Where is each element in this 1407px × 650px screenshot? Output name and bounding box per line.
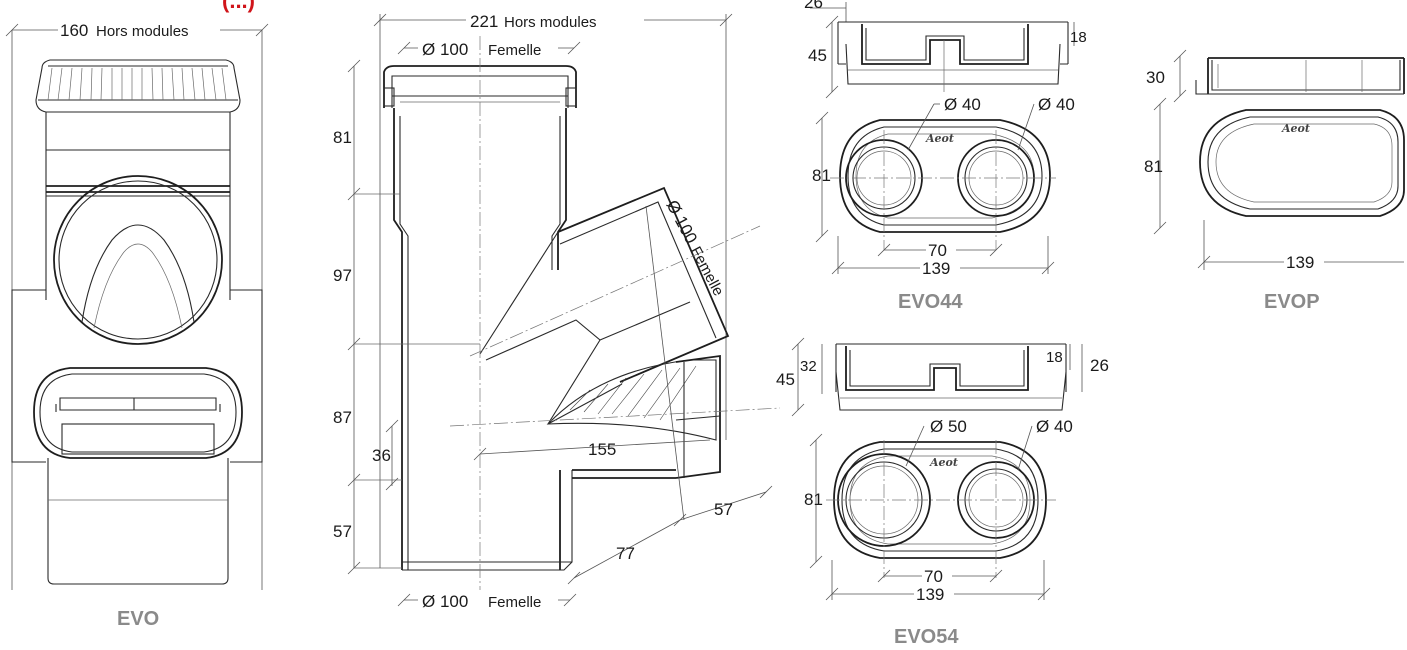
- evo-cap-ribs: [47, 67, 227, 101]
- evo-width-dim: 160: [60, 21, 88, 40]
- evo44-d81: 81: [812, 166, 831, 185]
- evo54-d45: 45: [776, 370, 795, 389]
- evo54-d18: 18: [1046, 349, 1063, 366]
- evo-width-note: Hors modules: [96, 23, 189, 40]
- evo44-d70: 70: [928, 241, 947, 260]
- evo44-dia-right: Ø 40: [1038, 95, 1075, 114]
- evo44-d45: 45: [808, 46, 827, 65]
- section-h5: 57: [333, 522, 352, 541]
- evo44-d18: 18: [1070, 29, 1087, 46]
- evo44-module: 26 45 18 Aeot Ø 40 Ø 40: [804, 0, 1087, 313]
- evo54-label: EVO54: [894, 626, 959, 648]
- evo54-d81: 81: [804, 490, 823, 509]
- evop-d139: 139: [1286, 253, 1314, 272]
- evo54-brand: Aeot: [929, 456, 958, 469]
- section-hatching: [569, 365, 697, 421]
- evop-d81: 81: [1144, 157, 1163, 176]
- evo54-d70: 70: [924, 567, 943, 586]
- evo44-d139: 139: [922, 259, 950, 278]
- evo54-d26: 26: [1090, 356, 1109, 375]
- section-d77: 77: [616, 544, 635, 563]
- section-branch-note: Femelle: [687, 244, 727, 299]
- section-bottom-note: Femelle: [488, 594, 541, 611]
- evop-label: EVOP: [1264, 291, 1320, 313]
- section-top-note: Femelle: [488, 42, 541, 59]
- evop-brand: Aeot: [1281, 122, 1310, 135]
- evo-section-view: 221 Hors modules Ø 100 Femelle: [333, 10, 781, 611]
- section-h4: 36: [372, 446, 391, 465]
- evo54-dia-left: Ø 50: [930, 417, 967, 436]
- section-d57: 57: [714, 500, 733, 519]
- section-width-note: Hors modules: [504, 14, 597, 31]
- section-width-dim: 221: [470, 12, 498, 31]
- evo44-brand: Aeot: [925, 132, 954, 145]
- evo44-d26: 26: [804, 0, 823, 12]
- evop-d30: 30: [1146, 68, 1165, 87]
- evo54-module: 45 32 18 26 Aeot Ø 50 Ø 40 81 70: [776, 337, 1109, 648]
- evop-module: 30 Aeot 81 139 EVOP: [1144, 49, 1405, 313]
- section-h2: 97: [333, 266, 352, 285]
- section-bottom-dia: Ø 100: [422, 592, 468, 611]
- evo-front-view: 160 Hors modules: [5, 18, 269, 630]
- evo-label: EVO: [117, 608, 159, 630]
- section-top-dia: Ø 100: [422, 40, 468, 59]
- evo54-d32: 32: [800, 358, 817, 375]
- evo54-d139: 139: [916, 585, 944, 604]
- section-branch-dia: Ø 100: [662, 197, 701, 247]
- section-d155: 155: [588, 440, 616, 459]
- section-h3: 87: [333, 408, 352, 427]
- corner-mark: (...): [222, 0, 255, 13]
- evo54-dia-right: Ø 40: [1036, 417, 1073, 436]
- evo44-label: EVO44: [898, 291, 963, 313]
- evo44-dia-left: Ø 40: [944, 95, 981, 114]
- section-h1: 81: [333, 128, 352, 147]
